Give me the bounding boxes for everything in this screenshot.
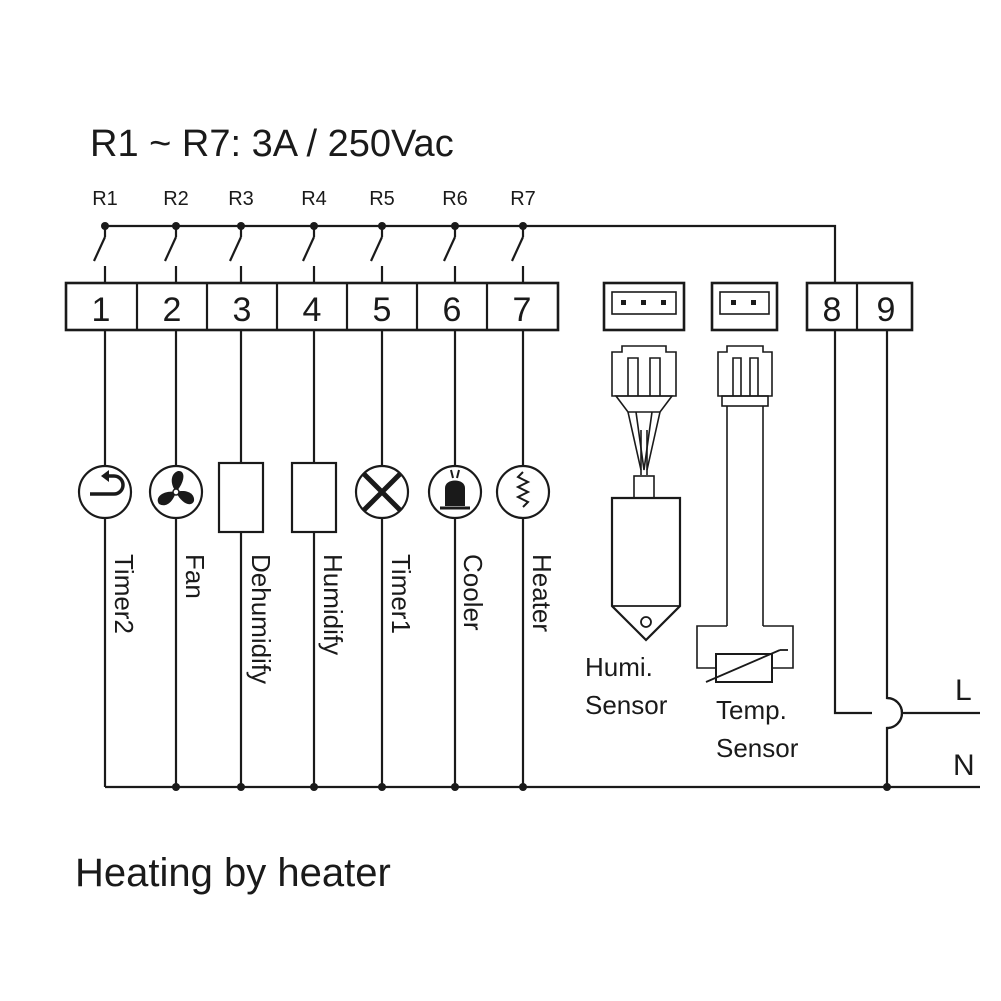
- humidify-label: Humidify: [318, 554, 348, 655]
- terminal-4: 4: [303, 291, 322, 329]
- terminal-6: 6: [443, 291, 462, 329]
- heater-label: Heater: [527, 554, 557, 632]
- dehumidify-label: Dehumidify: [246, 554, 276, 684]
- relay-label: R7: [510, 188, 536, 210]
- terminal-9: 9: [877, 291, 896, 329]
- relay-r6: R6: [442, 188, 468, 283]
- timer2-label: Timer2: [109, 554, 139, 634]
- diagram-caption: Heating by heater: [75, 851, 391, 895]
- relay-r4: R4: [301, 188, 327, 283]
- relay-label: R6: [442, 188, 468, 210]
- dehumidify-icon: [217, 461, 265, 534]
- relay-r7: R7: [510, 188, 536, 283]
- terminal-2: 2: [163, 291, 182, 329]
- terminal-8: 8: [823, 291, 842, 329]
- timer1-lamp-icon: [354, 464, 410, 520]
- relay-rating: R1 ~ R7: 3A / 250Vac: [90, 123, 454, 165]
- relay-r2: R2: [163, 188, 189, 283]
- power-terminal-block: 8 9: [805, 281, 914, 332]
- thermistor-icon: [696, 625, 794, 683]
- humi-sensor-label-line2: Sensor: [585, 690, 668, 720]
- relay-label: R4: [301, 188, 327, 210]
- cooler-label: Cooler: [458, 554, 488, 631]
- relay-r5: R5: [369, 188, 395, 283]
- temp-sensor-plug: [717, 345, 773, 626]
- fan-label: Fan: [180, 554, 210, 599]
- timer2-icon: [77, 464, 133, 520]
- live-wire: [833, 330, 980, 715]
- temp-sensor-socket: [710, 281, 779, 332]
- relay-r1: R1: [92, 188, 118, 283]
- humi-sensor-plug: [611, 345, 677, 475]
- terminal-7: 7: [513, 291, 532, 329]
- relay-label: R2: [163, 188, 189, 210]
- neutral-junctions: [172, 783, 891, 791]
- load-wires: [103, 330, 525, 787]
- temp-sensor-label-line2: Sensor: [716, 733, 799, 763]
- terminal-1: 1: [92, 291, 111, 329]
- relay-r3: R3: [228, 188, 254, 283]
- relay-label: R5: [369, 188, 395, 210]
- humi-sensor-label-line1: Humi.: [585, 652, 653, 682]
- relay-label: R3: [228, 188, 254, 210]
- timer1-label: Timer1: [386, 554, 416, 634]
- live-label: L: [955, 674, 972, 707]
- temp-sensor-label-line1: Temp.: [716, 695, 787, 725]
- hop-arc-lower: [886, 712, 904, 730]
- crossover-hop: [885, 330, 904, 787]
- humi-sensor-body: [610, 475, 682, 642]
- common-bus: [105, 224, 837, 283]
- humidify-icon: [290, 461, 338, 534]
- humi-sensor-socket: [602, 281, 686, 332]
- neutral-label: N: [953, 749, 975, 782]
- cooler-icon: [427, 464, 483, 520]
- relay-label: R1: [92, 188, 118, 210]
- hop-arc: [886, 696, 904, 714]
- terminal-3: 3: [233, 291, 252, 329]
- load-labels: Timer2 Fan Dehumidify Humidify Timer1 Co…: [109, 554, 557, 684]
- terminal-block: 1 2 3 4 5 6 7: [64, 281, 560, 332]
- fan-icon: [148, 464, 204, 520]
- terminal-5: 5: [373, 291, 392, 329]
- relay-contacts: R1 R2 R3 R4 R5: [92, 188, 536, 283]
- heater-icon: [495, 464, 551, 520]
